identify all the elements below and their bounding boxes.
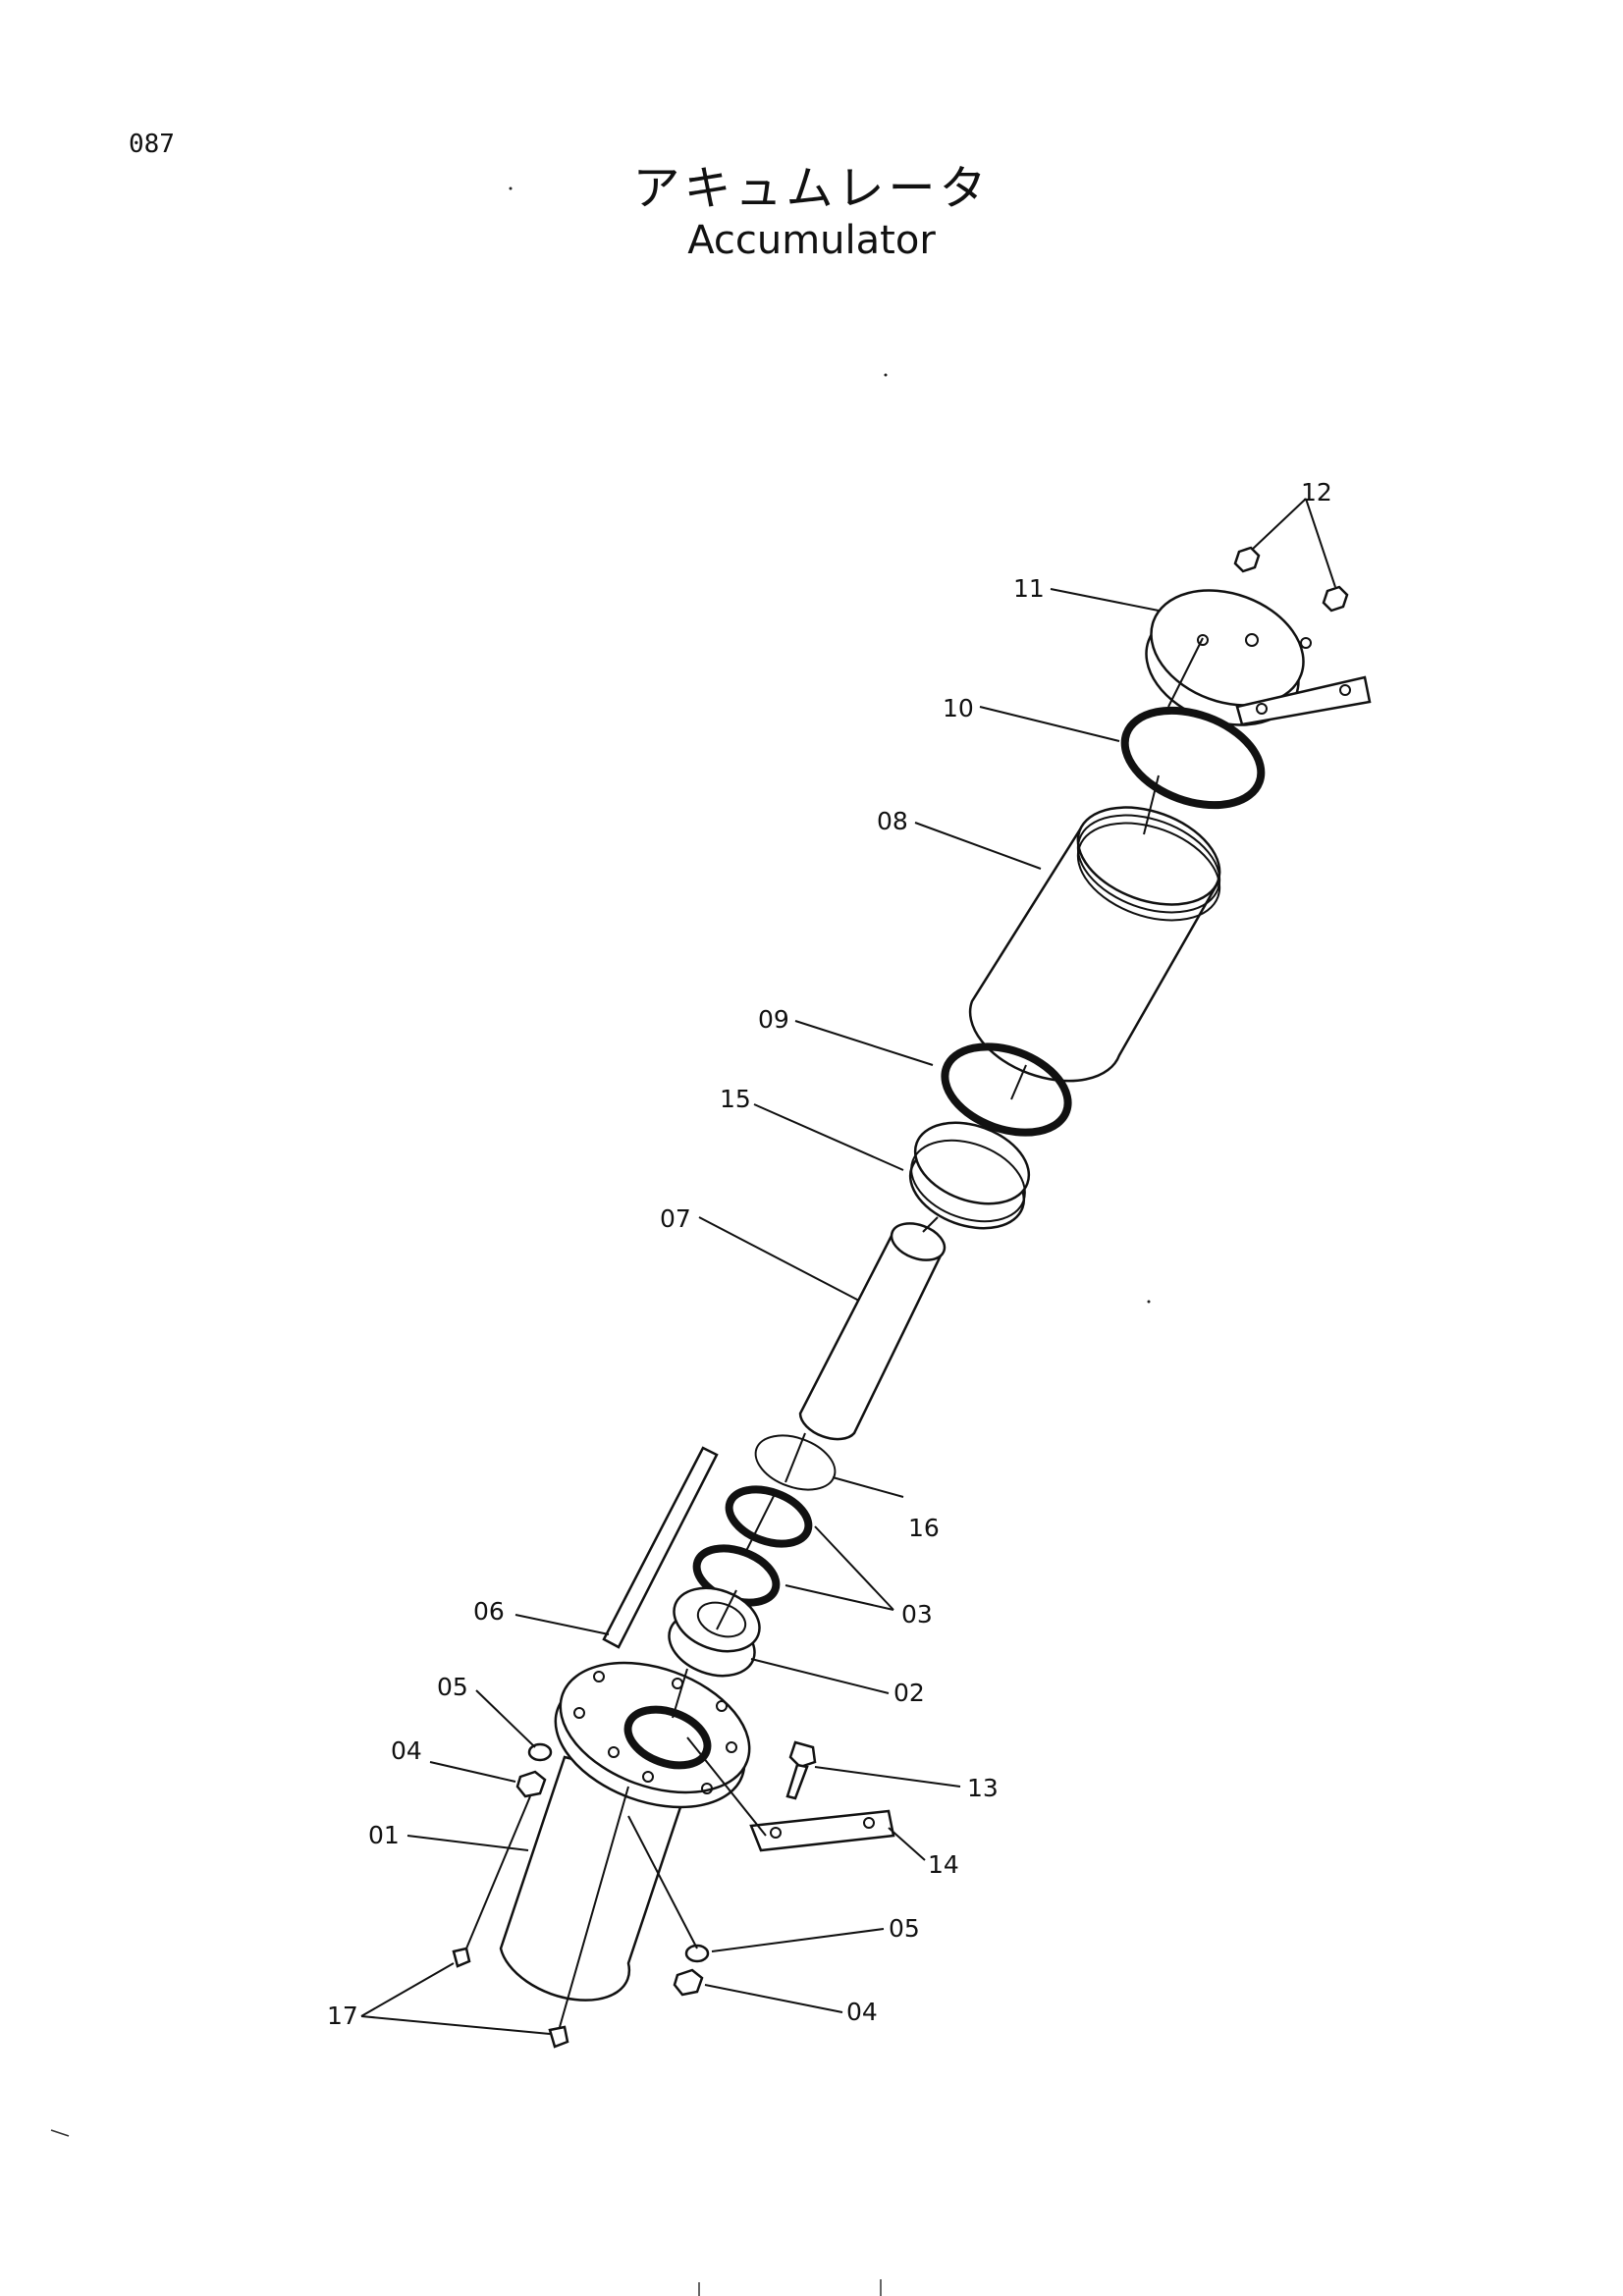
callout-labels: 12 11 10 08 09 15 07 16 03 06 02 05 04 1…: [327, 478, 1332, 2030]
part-05-washer-left: [527, 1742, 553, 1762]
part-11-top-cover: [1145, 589, 1372, 726]
part-15-piston: [908, 1121, 1031, 1230]
callout-03: 03: [901, 1600, 933, 1629]
part-10-ring: [1120, 706, 1266, 810]
callout-09: 09: [758, 1005, 789, 1034]
callout-05-right: 05: [889, 1914, 920, 1943]
callout-leaders: [360, 498, 1336, 2035]
callout-17: 17: [327, 2002, 358, 2030]
part-12-nuts: [1233, 546, 1349, 613]
part-06-rod: [602, 1446, 719, 1649]
part-09-ring: [941, 1042, 1072, 1137]
callout-07: 07: [660, 1204, 691, 1233]
callout-14: 14: [928, 1850, 959, 1879]
title-english: Accumulator: [687, 218, 936, 263]
callout-01: 01: [368, 1821, 400, 1849]
part-01-base: [499, 1661, 751, 2002]
part-05-washer-right: [684, 1944, 710, 1963]
assembly-center-lines: [465, 637, 1204, 2028]
callout-08: 08: [877, 807, 908, 835]
callout-02: 02: [893, 1679, 925, 1707]
part-04-nut-left: [515, 1770, 547, 1798]
callout-05-left: 05: [437, 1673, 468, 1701]
page-number: 087: [129, 130, 175, 159]
callout-16: 16: [908, 1514, 940, 1542]
callout-06: 06: [473, 1597, 505, 1626]
title-japanese: アキュムレータ: [632, 161, 991, 216]
part-16-ring: [754, 1434, 837, 1491]
part-14-bracket: [749, 1809, 895, 1852]
part-07-inner-tube: [798, 1222, 947, 1441]
callout-10: 10: [943, 694, 974, 722]
callout-12: 12: [1301, 478, 1332, 507]
callout-13: 13: [967, 1774, 999, 1802]
part-02-gland: [668, 1586, 761, 1678]
callout-04-right: 04: [846, 1998, 878, 2026]
part-13-bolt: [785, 1740, 817, 1800]
scan-marks: [50, 187, 1151, 2296]
callout-15: 15: [720, 1085, 751, 1113]
part-08-cylinder: [968, 806, 1221, 1083]
callout-11: 11: [1013, 574, 1045, 603]
part-17-plugs: [452, 1947, 569, 2049]
callout-04-left: 04: [391, 1736, 422, 1765]
part-04-nut-right: [673, 1968, 704, 1997]
